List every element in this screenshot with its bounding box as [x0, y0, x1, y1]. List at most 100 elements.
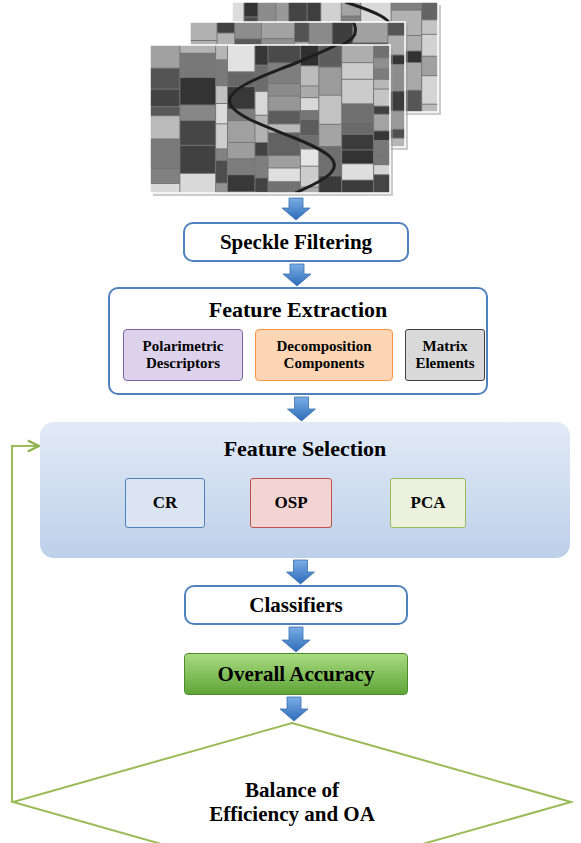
field-patch	[268, 156, 299, 167]
field-patch	[374, 90, 390, 106]
field-patch	[180, 174, 215, 193]
field-patch	[228, 72, 254, 86]
field-patch	[268, 133, 299, 155]
field-patch	[180, 106, 215, 120]
field-patch	[301, 98, 318, 110]
field-patch	[388, 22, 405, 35]
field-patch	[150, 45, 179, 68]
image-frame	[150, 45, 390, 193]
field-patch	[319, 68, 341, 95]
field-patch	[268, 45, 299, 62]
box-label: Classifiers	[249, 593, 342, 617]
field-patch	[255, 157, 267, 178]
field-patch	[374, 107, 390, 114]
field-patch	[255, 116, 267, 142]
field-patch	[268, 111, 299, 123]
field-patch	[150, 90, 179, 107]
field-patch	[301, 66, 318, 85]
field-patch	[342, 181, 373, 193]
field-patch	[255, 178, 267, 192]
sar-image-stack	[150, 2, 454, 220]
field-patch	[374, 131, 390, 140]
field-patch	[180, 54, 215, 77]
field-patch	[422, 20, 438, 33]
field-patch	[301, 120, 318, 135]
field-patch	[228, 175, 254, 191]
field-patch	[374, 69, 390, 78]
field-patch	[228, 121, 254, 142]
field-patch	[422, 105, 438, 112]
field-patch	[216, 149, 227, 160]
group-band: Feature SelectionCROSPPCA	[40, 422, 570, 558]
field-patch	[319, 96, 341, 124]
field-patch	[150, 69, 179, 89]
group-heading: Feature Extraction	[110, 289, 486, 322]
field-patch	[150, 116, 179, 138]
field-patch	[319, 125, 341, 146]
flow-arrow	[288, 397, 316, 421]
field-patch	[228, 159, 254, 174]
result-box: Overall Accuracy	[184, 653, 408, 695]
field-patch	[216, 161, 227, 183]
field-patch	[255, 92, 267, 115]
field-patch	[353, 22, 387, 42]
flow-arrow	[282, 627, 310, 652]
field-patch	[342, 164, 373, 179]
method-box: OSP	[250, 478, 332, 528]
feedback-arrow	[12, 446, 39, 802]
field-patch	[218, 22, 235, 33]
field-patch	[190, 22, 217, 40]
sar-image	[150, 45, 390, 193]
field-patch	[216, 60, 227, 85]
flow-arrow	[287, 560, 315, 584]
field-patch	[342, 122, 373, 134]
field-patch	[235, 22, 261, 38]
field-patch	[422, 35, 438, 56]
field-patch	[342, 63, 373, 79]
field-patch	[150, 184, 179, 193]
box-label: Overall Accuracy	[218, 662, 375, 686]
field-patch	[295, 22, 309, 41]
field-patch	[276, 2, 288, 24]
field-patch	[255, 143, 267, 156]
sar-image	[190, 22, 405, 147]
field-patch	[374, 80, 390, 89]
diamond-shape	[13, 723, 571, 843]
field-patch	[374, 156, 390, 164]
method-box: CR	[125, 478, 205, 528]
flow-arrow	[280, 697, 308, 721]
group-box: Feature ExtractionPolarimetric Descripto…	[108, 287, 488, 395]
river-line	[230, 45, 337, 193]
box-label: OSP	[274, 493, 307, 513]
field-patch	[374, 165, 390, 174]
field-patch	[422, 76, 438, 103]
field-patch	[342, 104, 373, 121]
field-patch	[218, 34, 235, 46]
box-label: Speckle Filtering	[220, 230, 372, 254]
process-box: Speckle Filtering	[183, 222, 409, 262]
method-box: PCA	[390, 478, 466, 528]
field-patch	[255, 45, 267, 65]
field-patch	[374, 115, 390, 131]
box-label: PCA	[411, 493, 446, 513]
image-ground	[150, 45, 390, 193]
field-patch	[374, 45, 390, 57]
field-patch	[245, 2, 258, 16]
field-patch	[342, 135, 373, 150]
box-label: CR	[153, 493, 178, 513]
field-patch	[228, 143, 254, 158]
field-patch	[301, 111, 318, 119]
box-label: Polarimetric Descriptors	[130, 338, 236, 373]
decision-diamond: Balance of Efficiency and OA	[12, 722, 572, 843]
field-patch	[374, 141, 390, 155]
field-patch	[422, 2, 438, 19]
field-patch	[268, 84, 299, 95]
field-patch	[301, 150, 318, 166]
field-patch	[301, 86, 318, 97]
feature-box: Matrix Elements	[405, 329, 485, 381]
box-label: Matrix Elements	[412, 338, 478, 373]
field-patch	[180, 45, 215, 53]
field-patch	[262, 22, 294, 38]
field-patch	[216, 124, 227, 148]
